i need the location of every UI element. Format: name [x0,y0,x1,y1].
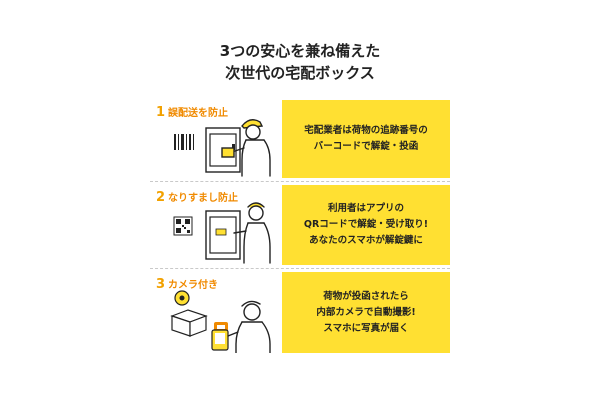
camera-notification-illustration [170,290,271,353]
feature-row-3: 3 カメラ付き [150,272,450,353]
feature-1-desc-line-1: 宅配業者は荷物の追跡番号の [304,125,428,136]
feature-3-description: 荷物が投函されたら 内部カメラで自動撮影! スマホに写真が届く [316,289,415,337]
feature-2-desc-line-1: 利用者はアプリの [327,203,404,214]
barcode-icon [174,134,194,150]
delivery-person-illustration [174,119,271,177]
feature-2-description: 利用者はアプリの QRコードで解錠・受け取り! あなたのスマホが解錠鍵に [304,201,428,249]
feature-2-desc-line-3: あなたのスマホが解錠鍵に [309,235,423,246]
feature-1-description: 宅配業者は荷物の追跡番号の バーコードで解錠・投函 [304,123,428,155]
feature-2-label: 2 なりすまし防止 [156,189,238,205]
feature-3-title: カメラ付き [168,280,219,291]
feature-3-illustration-panel: 3 カメラ付き [150,272,282,353]
feature-1-title: 誤配送を防止 [168,108,229,119]
feature-1-number: 1 [156,105,166,120]
feature-1-description-panel: 宅配業者は荷物の追跡番号の バーコードで解錠・投函 [282,100,450,178]
camera-icon [174,290,190,306]
feature-3-number: 3 [156,277,166,292]
parcel-box-icon [170,309,208,337]
user-unlock-illustration [173,202,271,264]
row-divider-2 [150,268,450,269]
row-divider-1 [150,181,450,182]
feature-3-desc-line-3: スマホに写真が届く [323,322,409,334]
smartphone-icon [211,329,229,351]
feature-3-desc-line-2: 内部カメラで自動撮影! [316,306,416,318]
feature-3-description-panel: 荷物が投函されたら 内部カメラで自動撮影! スマホに写真が届く [282,272,450,353]
feature-2-description-panel: 利用者はアプリの QRコードで解錠・受け取り! あなたのスマホが解錠鍵に [282,185,450,265]
headline: 3つの安心を兼ね備えた 次世代の宅配ボックス [0,40,600,84]
user-person-icon [233,202,271,264]
feature-row-1: 1 誤配送を防止 [150,100,450,178]
feature-2-illustration-panel: 2 なりすまし防止 [150,185,282,265]
feature-row-2: 2 なりすまし防止 [150,185,450,265]
headline-line-2: 次世代の宅配ボックス [225,64,375,82]
feature-2-number: 2 [156,190,166,205]
feature-1-desc-line-2: バーコードで解錠・投函 [313,141,419,152]
feature-3-label: 3 カメラ付き [156,276,218,292]
feature-1-label: 1 誤配送を防止 [156,104,228,120]
delivery-person-icon [221,119,271,177]
feature-grid: 1 誤配送を防止 [150,100,450,353]
feature-1-illustration-panel: 1 誤配送を防止 [150,100,282,178]
qr-code-icon [173,216,193,236]
locker-box-icon [205,210,241,260]
headline-line-1: 3つの安心を兼ね備えた [219,42,381,60]
feature-3-desc-line-1: 荷物が投函されたら [323,290,409,302]
user-person-icon [227,300,271,353]
feature-2-desc-line-2: QRコードで解錠・受け取り! [303,219,429,230]
feature-2-title: なりすまし防止 [168,193,239,204]
